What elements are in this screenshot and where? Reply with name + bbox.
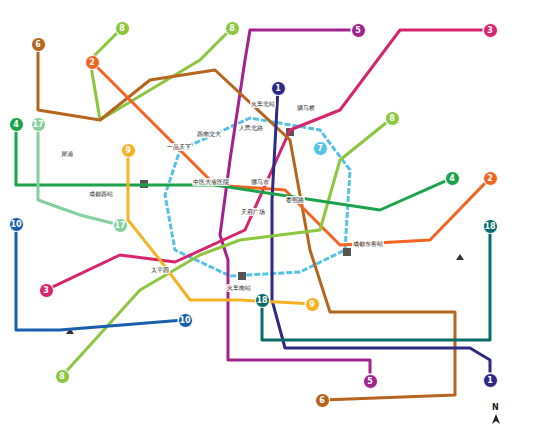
line-number: 8 [389, 114, 395, 123]
line-badge: 18 [483, 219, 498, 234]
line-badge: 2 [85, 55, 100, 70]
metro-line [97, 67, 484, 245]
line-number: 18 [484, 222, 495, 231]
metro-line [67, 123, 386, 371]
rail-icon [343, 248, 351, 256]
line-number: 18 [256, 296, 267, 305]
line-badge: 6 [31, 37, 46, 52]
line-number: 3 [487, 26, 493, 35]
line-number: 2 [487, 174, 493, 183]
line-badge: 8 [55, 369, 70, 384]
line-number: 17 [32, 120, 43, 129]
station-name: 中医大省医院 [192, 178, 230, 186]
metro-line [262, 234, 490, 341]
edge-layer [16, 30, 490, 400]
line-badge: 1 [271, 81, 286, 96]
line-number: 8 [59, 372, 65, 381]
metro-line [38, 132, 113, 224]
line-badge: 3 [483, 23, 498, 38]
line-number: 10 [10, 220, 21, 229]
station-name: 骡马市 [250, 178, 270, 186]
station-name: 犀浦 [60, 150, 74, 158]
line-number: 5 [355, 26, 361, 35]
line-badge: 3 [39, 283, 54, 298]
line-number: 1 [487, 376, 493, 385]
line-badge: 10 [178, 313, 193, 328]
metro-line [128, 158, 305, 304]
line-badge: 8 [115, 21, 130, 36]
airport-icon [456, 254, 464, 260]
rail-icon [238, 272, 246, 280]
station-name: 成都西站 [88, 190, 114, 198]
line-number: 2 [89, 58, 95, 67]
line-badge: 5 [351, 23, 366, 38]
line-badge: 8 [385, 111, 400, 126]
north-arrow [492, 414, 500, 424]
line-badge: 18 [255, 293, 270, 308]
station-name: 西南交大 [196, 130, 222, 138]
station-name: 火车北站 [250, 100, 276, 108]
metro-line [90, 33, 227, 120]
line-badge: 1 [483, 373, 498, 388]
metro-line [272, 95, 490, 372]
line-badge: 4 [9, 117, 24, 132]
line-badge: 4 [445, 171, 460, 186]
line-badge: 6 [315, 393, 330, 408]
line-badge: 2 [483, 171, 498, 186]
line-number: 5 [367, 377, 373, 386]
line-number: 6 [319, 396, 325, 405]
line-badge: 5 [363, 374, 378, 389]
line-badge: 9 [305, 297, 320, 312]
metro-line [16, 232, 178, 331]
line-badge: 9 [121, 143, 136, 158]
line-badge: 10 [9, 217, 24, 232]
line-number: 4 [13, 120, 19, 129]
line-number: 3 [43, 286, 49, 295]
station-name: 太平园 [150, 266, 170, 274]
line-number: 7 [317, 144, 323, 153]
line-badge: 17 [113, 218, 128, 233]
metro-line [16, 132, 445, 211]
line-number: 9 [125, 146, 131, 155]
line-number: 17 [114, 221, 125, 230]
line-number: 4 [449, 174, 455, 183]
line-badge: 8 [225, 21, 240, 36]
station-name: 天府广场 [240, 208, 266, 216]
station-name: N [491, 404, 500, 412]
line-number: 9 [309, 300, 315, 309]
metro-line [53, 30, 483, 287]
line-number: 10 [179, 316, 190, 325]
station-name: 成都东客站 [352, 240, 384, 248]
line-number: 8 [229, 24, 235, 33]
line-badge: 7 [313, 141, 328, 156]
station-name: 驷马桥 [296, 104, 316, 112]
line-number: 1 [275, 84, 281, 93]
line-number: 8 [119, 24, 125, 33]
line-badge: 17 [31, 117, 46, 132]
station-name: 火车南站 [226, 284, 252, 292]
station-name: 一品天下 [166, 143, 192, 151]
station-name: 人民北路 [238, 124, 264, 132]
metro-line [220, 30, 370, 374]
station-name: 春熙路 [285, 196, 305, 204]
line-number: 6 [35, 40, 41, 49]
